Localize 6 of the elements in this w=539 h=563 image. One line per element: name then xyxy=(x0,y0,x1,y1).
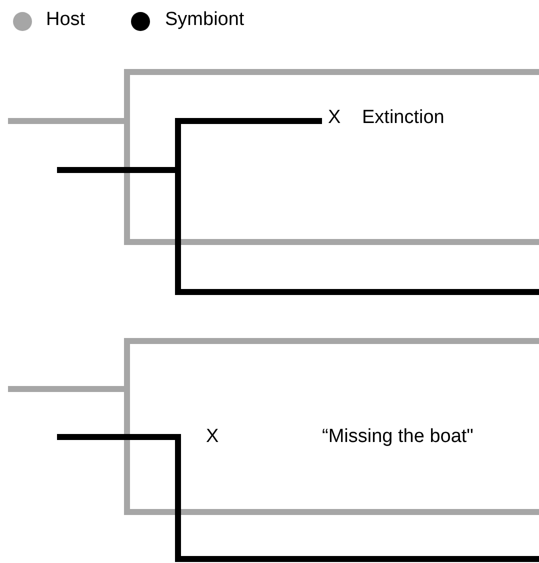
legend-label: Host xyxy=(46,9,86,31)
event-label: Extinction xyxy=(362,107,444,129)
extinction-mark: X xyxy=(328,107,341,129)
event-label: “Missing the boat" xyxy=(322,426,474,448)
legend-label: Symbiont xyxy=(165,9,244,31)
extinction-mark: X xyxy=(206,426,219,448)
